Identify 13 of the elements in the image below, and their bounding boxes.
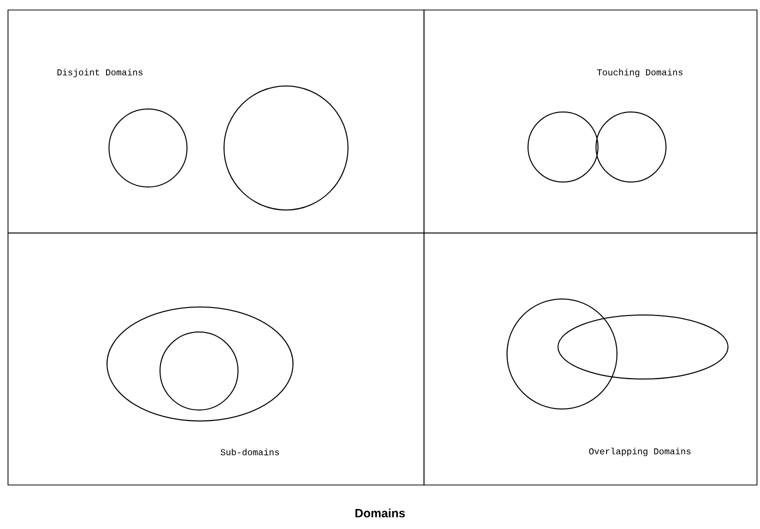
circle-shape bbox=[506, 298, 618, 410]
circle-shape bbox=[596, 112, 666, 182]
panel-box: Sub-domains bbox=[8, 232, 424, 486]
circle-shape bbox=[108, 108, 188, 188]
ellipse-shape bbox=[558, 314, 728, 380]
panel-box: Touching Domains bbox=[424, 10, 758, 234]
circle-shape bbox=[528, 112, 598, 182]
ellipse-shape bbox=[106, 306, 294, 422]
panel-box: Disjoint Domains bbox=[8, 10, 424, 234]
circle-shape bbox=[224, 85, 348, 210]
caption: Domains bbox=[355, 508, 405, 518]
panel-box: Overlapping Domains bbox=[424, 232, 758, 486]
circle-shape bbox=[160, 331, 238, 410]
